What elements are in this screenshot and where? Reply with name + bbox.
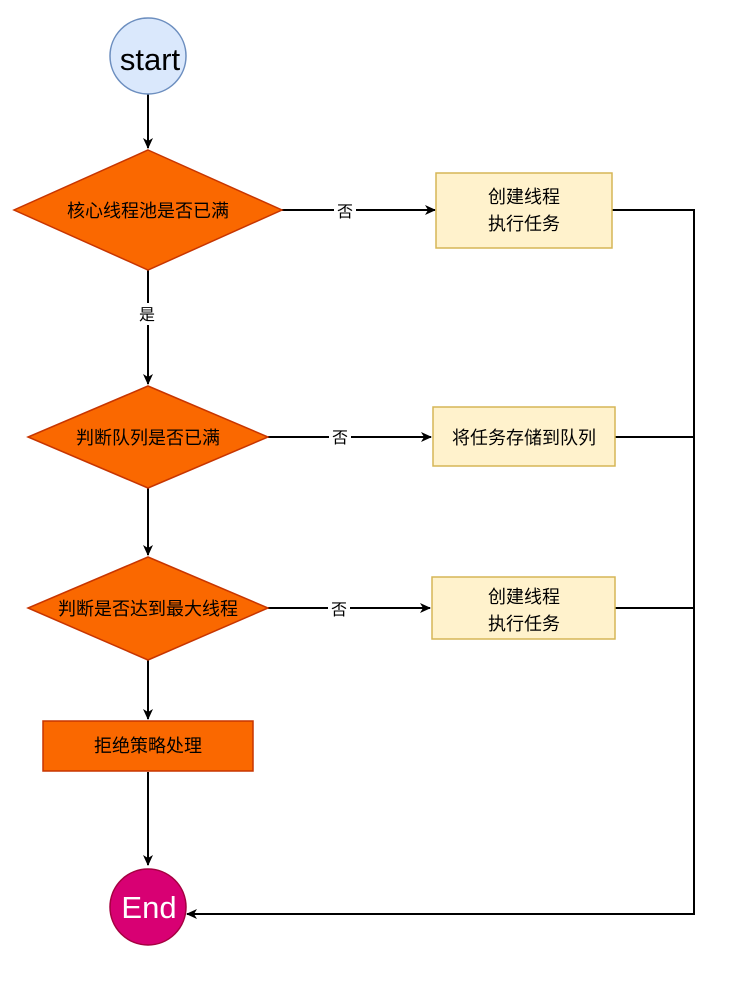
- end-label: End: [121, 890, 176, 925]
- process-create-extra-line2: 执行任务: [488, 614, 560, 635]
- decision-max-reached-label: 判断是否达到最大线程: [58, 599, 238, 620]
- process-reject: 拒绝策略处理: [42, 720, 254, 772]
- start-node: start: [109, 17, 187, 95]
- edge-label-queue-no-bg: [329, 427, 351, 447]
- decision-core-full: 核心线程池是否已满: [12, 149, 284, 271]
- edge-label-core-no: 否: [337, 202, 353, 221]
- start-circle: [109, 17, 187, 95]
- process-create-extra: 创建线程 执行任务: [431, 576, 616, 640]
- start-label: start: [120, 42, 181, 77]
- edge-label-core-yes-bg: [136, 303, 158, 325]
- process-create-core-line2: 执行任务: [488, 214, 560, 235]
- decision-queue-full-shape: [26, 385, 270, 489]
- process-create-core: 创建线程 执行任务: [435, 172, 613, 249]
- process-create-core-line1: 创建线程: [488, 187, 560, 208]
- process-create-extra-line1: 创建线程: [488, 587, 560, 608]
- edge-label-queue-no: 否: [332, 428, 348, 447]
- decision-core-full-shape: [12, 149, 284, 271]
- end-node: End: [109, 868, 187, 946]
- process-reject-label: 拒绝策略处理: [94, 736, 202, 757]
- decision-queue-full-label: 判断队列是否已满: [76, 428, 220, 449]
- process-reject-box: [42, 720, 254, 772]
- connectors: [143, 94, 695, 919]
- decision-core-full-label: 核心线程池是否已满: [67, 201, 229, 222]
- process-create-core-box: [435, 172, 613, 249]
- process-enqueue: 将任务存储到队列: [432, 406, 616, 467]
- decision-max-reached: 判断是否达到最大线程: [26, 556, 270, 661]
- edge-label-core-no-bg: [334, 200, 356, 220]
- decision-queue-full: 判断队列是否已满: [26, 385, 270, 489]
- process-enqueue-box: [432, 406, 616, 467]
- edge-create-core-to-end: [186, 209, 695, 919]
- edge-label-max-no-bg: [328, 598, 350, 618]
- decision-max-reached-shape: [26, 556, 270, 661]
- edge-label-max-no: 否: [331, 600, 347, 619]
- process-enqueue-label: 将任务存储到队列: [452, 428, 596, 449]
- process-create-extra-box: [431, 576, 616, 640]
- end-circle: [109, 868, 187, 946]
- edge-label-core-yes: 是: [139, 305, 155, 324]
